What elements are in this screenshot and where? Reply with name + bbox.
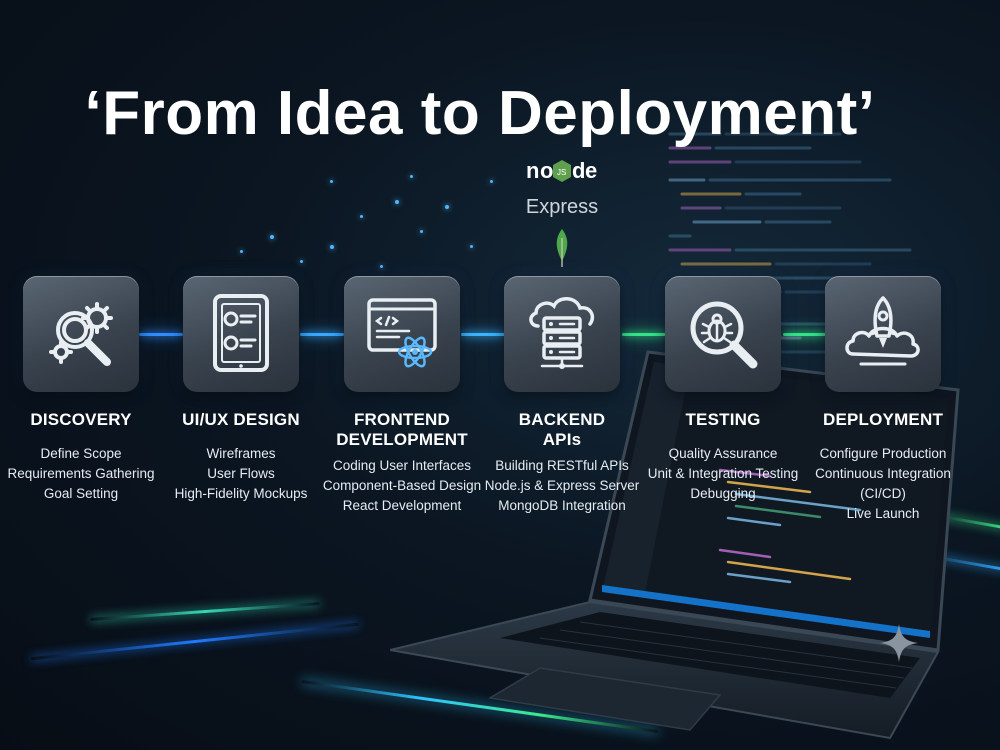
stage-title: DISCOVERY <box>30 410 132 429</box>
rocket-cloud-icon <box>845 296 920 366</box>
stage-tile <box>183 276 299 392</box>
stage-title: BACKEND APIs <box>454 410 670 450</box>
stage-item: Building RESTful APIs <box>495 458 629 473</box>
server-cloud-icon <box>529 297 595 369</box>
stage-item: Quality Assurance <box>668 446 778 461</box>
stage-item: Live Launch <box>846 506 920 521</box>
stage-item: Continuous Integration <box>815 466 951 481</box>
stage-testing: TESTING Quality Assurance Unit & Integra… <box>648 276 798 501</box>
connector-1 <box>139 333 183 336</box>
stage-backend-apis: BACKEND APIs Building RESTful APIs Node.… <box>485 276 639 513</box>
svg-text:n: n <box>526 158 539 183</box>
stage-uiux-design: UI/UX DESIGN Wireframes User Flows High-… <box>175 276 307 501</box>
stage-item: Define Scope <box>40 446 122 461</box>
stage-tile <box>23 276 139 392</box>
stage-item: Wireframes <box>206 446 276 461</box>
stage-tile <box>344 276 460 392</box>
stage-title-line: DEVELOPMENT <box>336 430 468 449</box>
laptop-illustration <box>390 350 960 740</box>
stage-item: Requirements Gathering <box>7 466 155 481</box>
stage-title-line: BACKEND <box>518 410 606 429</box>
connector-4 <box>622 333 666 336</box>
stage-item: Debugging <box>690 486 756 501</box>
stage-title-line: APIs <box>542 430 582 449</box>
stage-item: Coding User Interfaces <box>332 458 472 473</box>
nodejs-logo: n o JS d e <box>526 158 597 183</box>
stage-items: Building RESTful APIs Node.js & Express … <box>444 456 680 516</box>
stage-tile <box>665 276 781 392</box>
stage-item: Unit & Integration Testing <box>647 466 799 481</box>
stage-items: Quality Assurance Unit & Integration Tes… <box>605 444 841 504</box>
stage-item: Node.js & Express Server <box>484 478 640 493</box>
stage-item: Configure Production <box>819 446 947 461</box>
stage-items: Define Scope Requirements Gathering Goal… <box>0 444 199 504</box>
stage-items: Wireframes User Flows High-Fidelity Mock… <box>123 444 359 504</box>
mongodb-leaf-icon <box>556 229 568 267</box>
magnifier-gears-icon <box>49 302 113 366</box>
svg-text:JS: JS <box>557 168 566 177</box>
stage-frontend-development: FRONTEND DEVELOPMENT Coding User Interfa… <box>323 276 481 513</box>
stage-items: Configure Production Continuous Integrat… <box>765 444 1000 524</box>
stage-item: High-Fidelity Mockups <box>174 486 308 501</box>
stage-discovery: DISCOVERY Define Scope Requirements Gath… <box>7 276 155 501</box>
stage-tile <box>504 276 620 392</box>
svg-text:d: d <box>572 158 585 183</box>
stage-items: Coding User Interfaces Component-Based D… <box>284 456 520 516</box>
stage-title: FRONTEND DEVELOPMENT <box>294 410 510 450</box>
connector-2 <box>300 333 344 336</box>
svg-text:o: o <box>540 158 553 183</box>
stage-item: User Flows <box>207 466 275 481</box>
tablet-wireframe-icon <box>213 294 269 372</box>
stage-item: Component-Based Design <box>322 478 482 493</box>
sparkle-star-icon <box>880 624 918 662</box>
stage-item: (CI/CD) <box>860 486 906 501</box>
bug-magnifier-icon <box>690 301 758 369</box>
svg-text:e: e <box>585 158 597 183</box>
express-label: Express <box>525 196 599 218</box>
stage-title: UI/UX DESIGN <box>182 410 300 429</box>
stage-title-line: FRONTEND <box>353 410 451 429</box>
stage-tile <box>825 276 941 392</box>
page-title: ‘From Idea to Deployment’ <box>84 78 876 148</box>
stage-deployment: DEPLOYMENT Configure Production Continuo… <box>815 276 951 521</box>
connector-3 <box>461 333 505 336</box>
connector-5 <box>783 333 827 336</box>
stage-item: React Development <box>342 498 462 513</box>
stage-title: TESTING <box>685 410 761 429</box>
stage-item: MongoDB Integration <box>498 498 626 513</box>
stage-item: Goal Setting <box>43 486 119 501</box>
stage-title: DEPLOYMENT <box>822 410 944 429</box>
code-window-react-icon <box>367 298 437 368</box>
